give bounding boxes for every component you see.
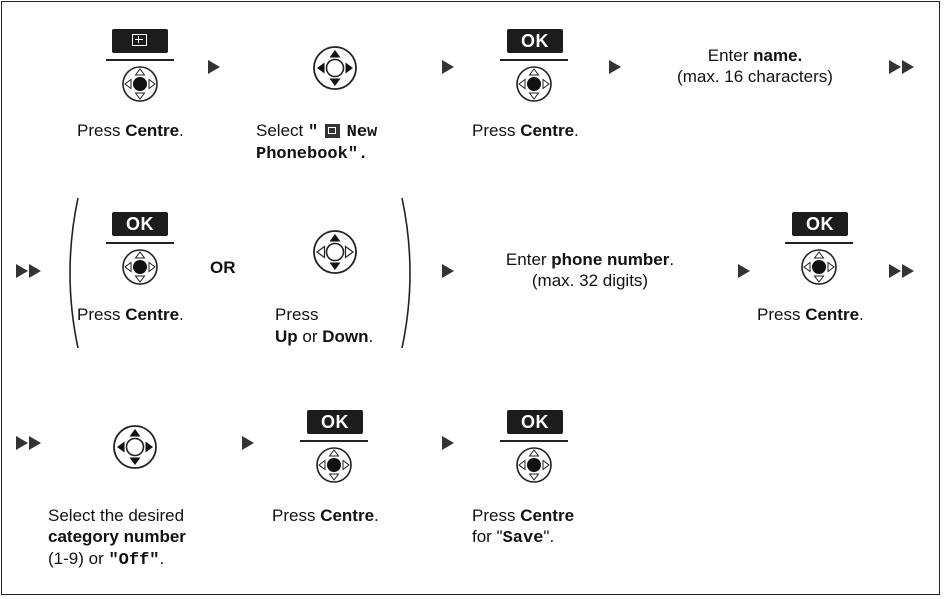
step-caption: Enter phone number. (505, 250, 675, 269)
bracket-left (69, 197, 79, 349)
navigator-up-down-icon (311, 228, 359, 276)
double-arrow-right-icon (16, 264, 42, 283)
phonebook-icon (324, 124, 340, 138)
double-arrow-right-icon (889, 60, 915, 79)
step-caption: Enter name. (707, 46, 803, 65)
ok-key-icon: OK (507, 410, 563, 434)
step-caption-line2: (max. 32 digits) (531, 271, 649, 290)
divider (500, 440, 568, 442)
navigator-centre-icon (314, 445, 354, 485)
navigator-centre-icon (120, 64, 160, 104)
divider (300, 440, 368, 442)
divider (106, 59, 174, 61)
ok-key-icon: OK (507, 29, 563, 53)
arrow-right-icon (738, 264, 750, 278)
step-caption: Select the desired (48, 506, 185, 525)
arrow-right-icon (442, 264, 454, 278)
step-caption-line2: category number (48, 527, 186, 546)
navigator-centre-icon (799, 247, 839, 287)
step-caption-line2: for "Save". (472, 527, 555, 548)
arrow-right-icon (242, 436, 254, 450)
ok-key-icon: OK (307, 410, 363, 434)
ok-key-icon: OK (792, 212, 848, 236)
step-caption: Press (275, 305, 319, 324)
ok-key-icon: OK (112, 212, 168, 236)
step-caption-line3: (1-9) or "Off". (48, 549, 165, 570)
navigator-centre-icon (514, 445, 554, 485)
step-caption: Press Centre (472, 506, 575, 525)
arrow-right-icon (442, 60, 454, 74)
step-caption: Press Centre. (77, 121, 184, 140)
navigator-all-directions-icon (111, 423, 159, 471)
divider (500, 59, 568, 61)
or-label: OR (210, 258, 236, 277)
double-arrow-right-icon (889, 264, 915, 283)
step-caption-line2: Phonebook". (256, 145, 369, 164)
navigator-centre-icon (120, 247, 160, 287)
step-caption-line2: Up or Down. (275, 327, 374, 346)
arrow-right-icon (609, 60, 621, 74)
step-caption: Press Centre. (272, 506, 379, 525)
step-caption: Press Centre. (472, 121, 579, 140)
divider (106, 242, 174, 244)
navigator-centre-icon (514, 64, 554, 104)
step-caption: Press Centre. (77, 305, 184, 324)
step-caption-line2: (max. 16 characters) (677, 67, 833, 86)
arrow-right-icon (208, 60, 220, 74)
step-caption: Press Centre. (757, 305, 864, 324)
arrow-right-icon (442, 436, 454, 450)
step-caption: Select " New (256, 121, 378, 142)
menu-key-icon (112, 29, 168, 53)
bracket-right (401, 197, 411, 349)
double-arrow-right-icon (16, 436, 42, 455)
divider (785, 242, 853, 244)
navigator-all-directions-icon (311, 44, 359, 92)
